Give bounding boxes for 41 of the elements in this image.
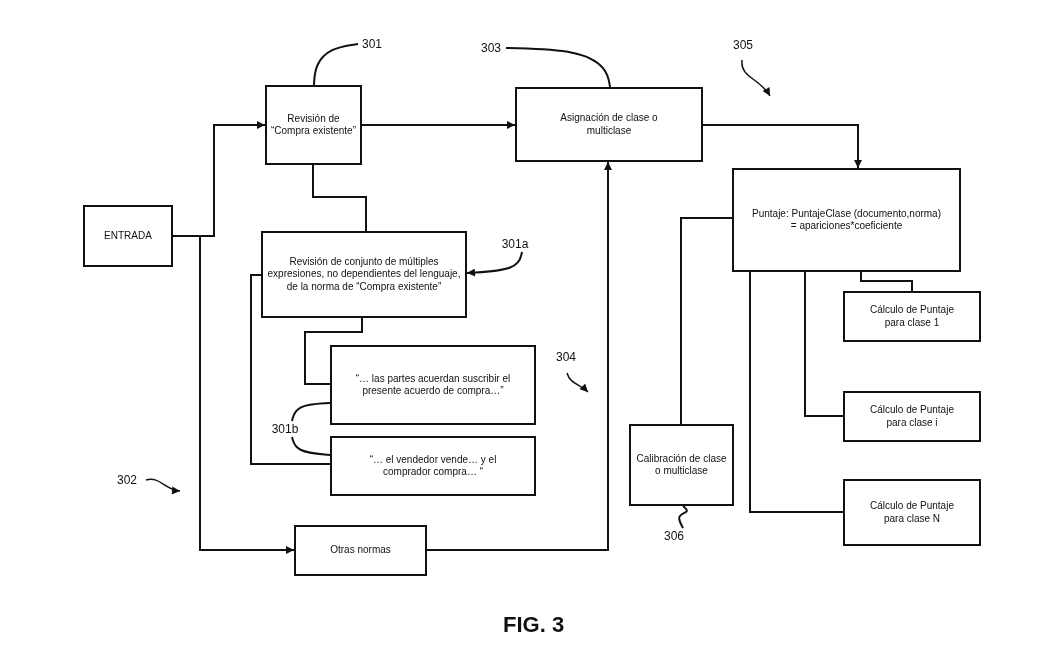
box-text: Otras normas bbox=[330, 544, 391, 557]
reference-numeral: 301 bbox=[362, 36, 382, 52]
process-box bbox=[843, 479, 981, 546]
process-box bbox=[515, 87, 703, 162]
process-box bbox=[265, 85, 362, 165]
process-box bbox=[330, 436, 536, 496]
box-text: ENTRADA bbox=[104, 229, 152, 243]
leader-line bbox=[313, 43, 359, 86]
box-text: Cálculo de Puntaje para clase i bbox=[869, 404, 955, 429]
process-box bbox=[843, 391, 981, 442]
box-text: “… el vendedor vende… y el comprador compra… “ bbox=[368, 453, 498, 479]
box-text: Revisión de “Compra existente” bbox=[270, 112, 357, 138]
box-text: “… las partes acuerdan suscribir el presente acuerdo de compra…” bbox=[354, 372, 512, 398]
process-box bbox=[629, 424, 734, 506]
process-box bbox=[294, 525, 427, 576]
leader-line bbox=[466, 251, 523, 277]
box-text: Cálculo de Puntaje para clase 1 bbox=[869, 304, 955, 329]
process-box bbox=[83, 205, 173, 267]
process-box bbox=[261, 231, 467, 318]
box-text: Calibración de clase o multiclase bbox=[635, 452, 728, 478]
connector-arrow bbox=[702, 124, 862, 169]
connector-arrow bbox=[426, 161, 612, 551]
figure-caption: FIG. 3 bbox=[503, 612, 565, 638]
process-box bbox=[732, 168, 961, 272]
process-box bbox=[330, 345, 536, 425]
reference-numeral: 304 bbox=[556, 350, 577, 364]
reference-numeral: 301a bbox=[501, 236, 529, 252]
box-text: Asignación de clase o multiclase bbox=[559, 112, 659, 137]
box-text: Cálculo de Puntaje para clase N bbox=[869, 500, 955, 525]
reference-numeral: 302 bbox=[117, 473, 138, 487]
leader-line bbox=[505, 47, 611, 88]
reference-numeral: 303 bbox=[481, 40, 501, 56]
reference-numeral: 305 bbox=[733, 38, 754, 52]
connector-arrow bbox=[361, 121, 516, 129]
leader-line bbox=[291, 402, 331, 422]
reference-numeral: 301b bbox=[271, 421, 299, 437]
box-text: Puntaje: PuntajeClase (documento,norma) = apariciones*coeficiente bbox=[751, 207, 942, 233]
leader-line bbox=[291, 436, 331, 456]
process-box bbox=[843, 291, 981, 342]
box-text: Revisión de conjunto de múltiples expresiones, no dependientes del lenguaje, de la norma de “Compra existente” bbox=[266, 255, 462, 294]
reference-numeral: 306 bbox=[664, 528, 684, 544]
